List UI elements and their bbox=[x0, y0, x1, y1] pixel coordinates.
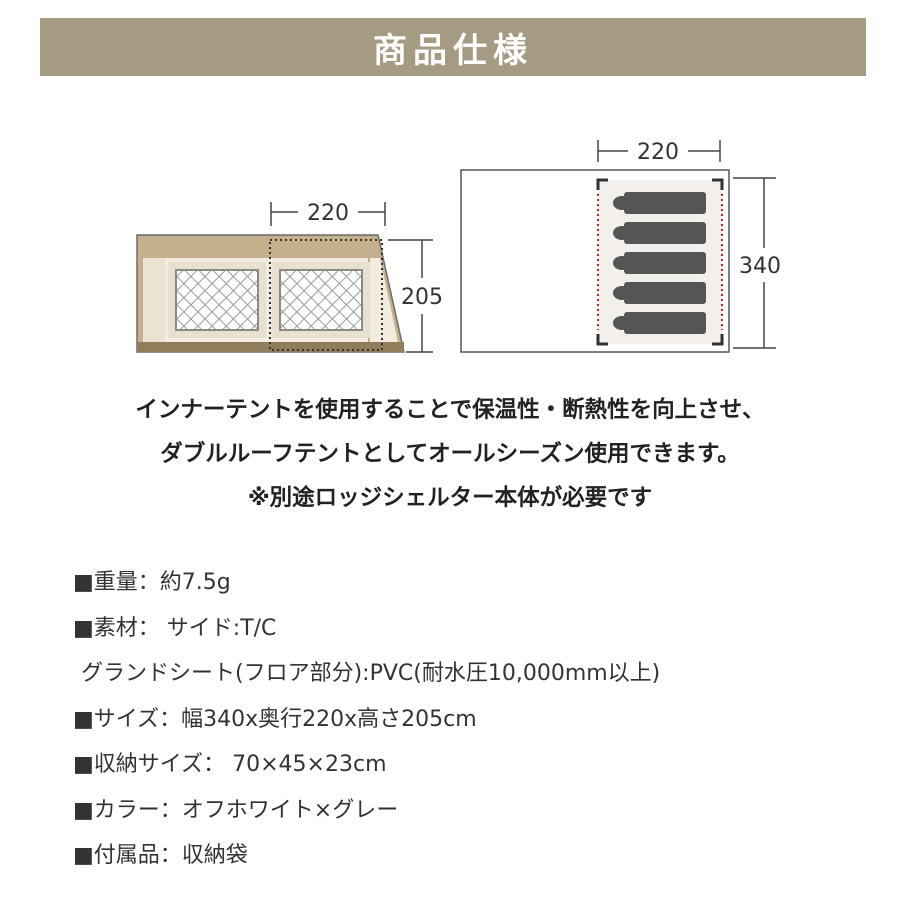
sleeping-mat bbox=[624, 252, 706, 274]
spec-storage-size: ■収納サイズ： 70×45×23cm bbox=[73, 742, 660, 788]
top-width-label: 220 bbox=[637, 140, 679, 165]
spec-list: ■重量：約7.5g ■素材： サイド:T/C グランドシート(フロア部分):PV… bbox=[73, 560, 660, 879]
spec-text: サイズ：幅340x奥行220x高さ205cm bbox=[93, 706, 477, 732]
spec-text: グランドシート(フロア部分):PVC(耐水圧10,000mm以上) bbox=[81, 661, 661, 686]
side-width-label: 220 bbox=[307, 201, 349, 226]
description-line: インナーテントを使用することで保温性・断熱性を向上させ、 bbox=[135, 397, 765, 423]
spec-text: 重量：約7.5g bbox=[93, 570, 231, 595]
spec-marker: ■ bbox=[73, 706, 94, 732]
spec-text: 付属品：収納袋 bbox=[93, 843, 248, 868]
spec-material: ■素材： サイド:T/C bbox=[73, 606, 660, 652]
spec-marker: ■ bbox=[73, 843, 94, 868]
sleeping-mat bbox=[624, 312, 706, 334]
tent-diagram: 220 205 bbox=[136, 140, 781, 353]
spec-text: 素材： サイド:T/C bbox=[93, 615, 277, 641]
side-inner-tent-outline bbox=[269, 239, 383, 351]
spec-accessories: ■付属品：収納袋 bbox=[73, 833, 660, 879]
sleeping-mat bbox=[624, 222, 706, 244]
spec-weight: ■重量：約7.5g bbox=[73, 560, 660, 606]
sleeping-mats bbox=[613, 192, 706, 334]
description-note: ※別途ロッジシェルター本体が必要です bbox=[247, 485, 653, 511]
spec-marker: ■ bbox=[73, 615, 94, 641]
description-line: ダブルルーフテントとしてオールシーズン使用できます。 bbox=[160, 441, 740, 467]
spec-text: 収納サイズ： 70×45×23cm bbox=[93, 752, 387, 777]
spec-color: ■カラー：オフホワイト×グレー bbox=[73, 788, 660, 834]
top-view: 220 340 bbox=[460, 140, 781, 353]
header-banner: 商品仕様 bbox=[40, 18, 866, 76]
description: インナーテントを使用することで保温性・断熱性を向上させ、 ダブルルーフテントとし… bbox=[0, 388, 900, 520]
side-view: 220 205 bbox=[136, 201, 443, 353]
side-height-label: 205 bbox=[401, 285, 443, 310]
spec-text: カラー：オフホワイト×グレー bbox=[93, 797, 399, 823]
spec-marker: ■ bbox=[73, 752, 94, 777]
sleeping-mat bbox=[624, 282, 706, 304]
sleeping-mat bbox=[624, 192, 706, 214]
top-depth-label: 340 bbox=[739, 254, 781, 279]
spec-marker: ■ bbox=[73, 570, 94, 595]
spec-size: ■サイズ：幅340x奥行220x高さ205cm bbox=[73, 697, 660, 743]
spec-marker: ■ bbox=[73, 797, 94, 823]
page-title: 商品仕様 bbox=[373, 30, 533, 71]
spec-material-groundsheet: グランドシート(フロア部分):PVC(耐水圧10,000mm以上) bbox=[73, 651, 660, 697]
